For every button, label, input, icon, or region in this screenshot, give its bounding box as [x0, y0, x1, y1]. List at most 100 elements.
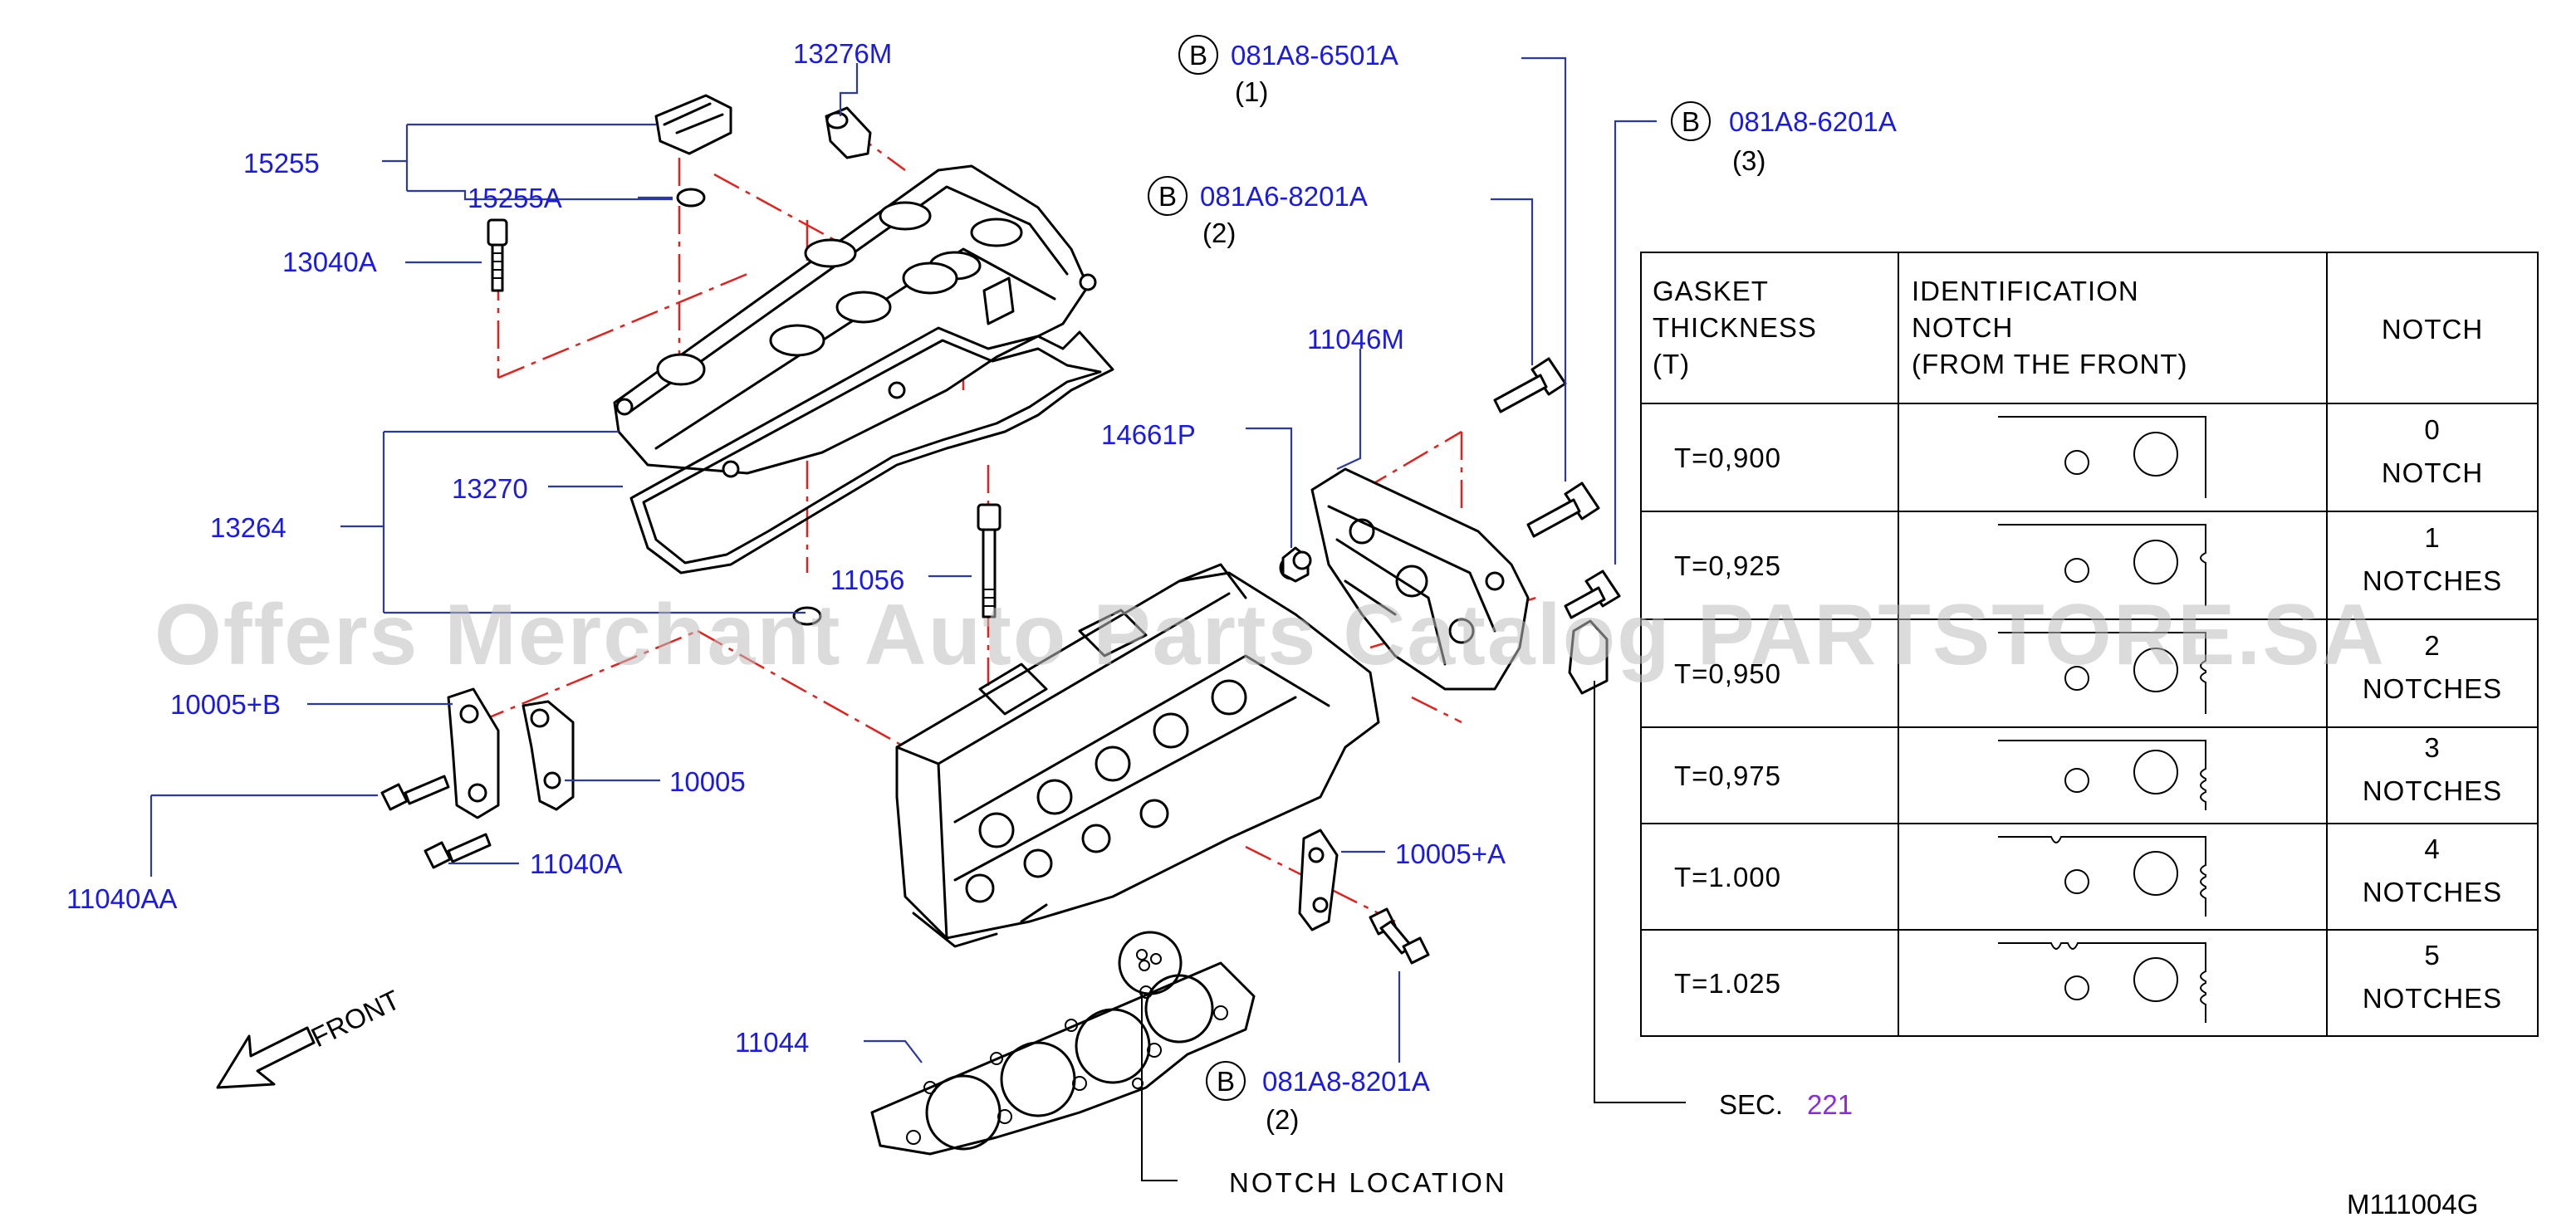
rocker-cover — [613, 164, 1097, 478]
table-header-cell: NOTCH — [1912, 312, 2013, 343]
rocker-cover-gasket — [629, 326, 1114, 574]
label-11056: 11056 — [830, 565, 904, 595]
bolt-081A6-8201A — [1493, 357, 1567, 413]
notch-count-cell: 0 — [2424, 414, 2440, 445]
notch-sketch — [1998, 632, 2206, 714]
notch-unit-cell: NOTCHES — [2363, 877, 2502, 907]
notch-count-cell: 5 — [2424, 940, 2440, 970]
bracket-10005B — [447, 687, 500, 819]
label-11040AA: 11040AA — [66, 883, 177, 914]
gasket-edge — [1998, 836, 2206, 917]
gasket-edge — [1998, 416, 2206, 498]
label-10005B: 10005+B — [170, 689, 281, 720]
label-10005: 10005 — [669, 766, 746, 797]
notch-sketch — [1998, 836, 2206, 917]
bolt-13040A — [487, 218, 508, 292]
notch-unit-cell: NOTCH — [2382, 457, 2483, 488]
head-gasket — [870, 931, 1256, 1156]
notch-count-cell: 3 — [2424, 732, 2440, 763]
leader-lines — [149, 56, 1686, 1181]
oil-filler-cap — [654, 94, 732, 208]
bolt-081A8-8201A — [1369, 907, 1430, 965]
notch-sketch — [1998, 740, 2206, 810]
notch-unit-cell: NOTCHES — [2363, 673, 2502, 704]
bolt-code: 081A8-6501A — [1231, 40, 1398, 71]
badge-b-icon: B — [1217, 1066, 1235, 1097]
hole-small — [2064, 558, 2089, 583]
thickness-cell: T=0,975 — [1674, 760, 1781, 791]
gasket-edge — [1998, 524, 2206, 606]
gasket-edge — [1998, 942, 2206, 1023]
bolt-callout-4: B 081A8-8201A (2) — [1206, 1061, 1430, 1135]
gasket-edge — [1998, 740, 2206, 810]
label-13270: 13270 — [452, 473, 528, 504]
grommet — [825, 106, 872, 159]
bracket-10005A — [1298, 829, 1339, 931]
bolt-081A8-6501A — [1526, 482, 1600, 538]
table-header-cell: NOTCH — [2382, 314, 2483, 345]
sec-prefix: SEC. — [1719, 1089, 1783, 1120]
bolt-qty: (3) — [1732, 145, 1765, 176]
bolt-qty: (2) — [1266, 1104, 1299, 1135]
label-14661P: 14661P — [1101, 419, 1196, 450]
front-plate — [1310, 467, 1530, 691]
bolt-callout-2: B 081A6-8201A (2) — [1148, 176, 1368, 248]
notch-location-label: NOTCH LOCATION — [1229, 1167, 1507, 1198]
head-bolt — [977, 503, 1002, 618]
gasket-edge — [1998, 632, 2206, 714]
front-arrow-icon — [216, 1026, 316, 1089]
bolt-qty: (1) — [1235, 76, 1268, 107]
sec-link[interactable]: 221 — [1807, 1089, 1853, 1120]
table-header-cell: THICKNESS — [1653, 312, 1817, 343]
notch-unit-cell: NOTCHES — [2363, 775, 2502, 806]
thickness-cell: T=1.025 — [1674, 968, 1781, 999]
hole-large — [2133, 648, 2178, 692]
badge-b-icon: B — [1158, 181, 1177, 212]
badge-b-icon: B — [1189, 40, 1207, 71]
table-header-cell: (T) — [1653, 349, 1690, 379]
bolt-code: 081A6-8201A — [1200, 181, 1368, 212]
notch-count-cell: 1 — [2424, 522, 2440, 553]
hole-large — [2133, 432, 2178, 477]
bolt-11040AA — [380, 775, 450, 811]
label-11040A: 11040A — [530, 848, 622, 879]
cylinder-head — [895, 546, 1380, 948]
gasket-thickness-table: GASKETTHICKNESS(T)IDENTIFICATIONNOTCH(FR… — [1640, 252, 2539, 1037]
thickness-cell: T=0,925 — [1674, 550, 1781, 581]
bolt-qty: (2) — [1202, 218, 1236, 248]
bolt-11040A — [424, 833, 492, 869]
hole-small — [2064, 869, 2089, 894]
hole-large — [2133, 851, 2178, 896]
hole-large — [2133, 750, 2178, 794]
bolt-callout-1: B 081A8-6501A (1) — [1178, 35, 1398, 107]
table-header-cell: (FROM THE FRONT) — [1912, 349, 2188, 379]
bolt-code: 081A8-8201A — [1262, 1066, 1430, 1097]
hole-small — [2064, 768, 2089, 793]
badge-b-icon: B — [1682, 106, 1700, 137]
table-frame — [1640, 252, 2539, 1037]
plug-14661P — [1292, 550, 1312, 570]
bolt-callout-3: B 081A8-6201A (3) — [1671, 101, 1897, 176]
thickness-cell: T=0,950 — [1674, 658, 1781, 689]
notch-count-cell: 4 — [2424, 834, 2440, 864]
table-header-cell: GASKET — [1653, 276, 1769, 306]
label-15255A: 15255A — [468, 183, 562, 213]
thickness-cell: T=0,900 — [1674, 442, 1781, 473]
label-13276M: 13276M — [793, 38, 892, 69]
label-10005A: 10005+A — [1395, 838, 1506, 869]
bolt-081A8-6201A — [1564, 570, 1621, 695]
label-13264: 13264 — [210, 512, 286, 543]
front-label: FRONT — [306, 984, 404, 1053]
bracket-10005 — [522, 700, 575, 811]
notch-unit-cell: NOTCHES — [2363, 565, 2502, 596]
notch-count-cell: 2 — [2424, 630, 2440, 661]
notch-sketch — [1998, 524, 2206, 606]
label-13040A: 13040A — [282, 247, 377, 277]
label-11046M: 11046M — [1307, 324, 1404, 354]
